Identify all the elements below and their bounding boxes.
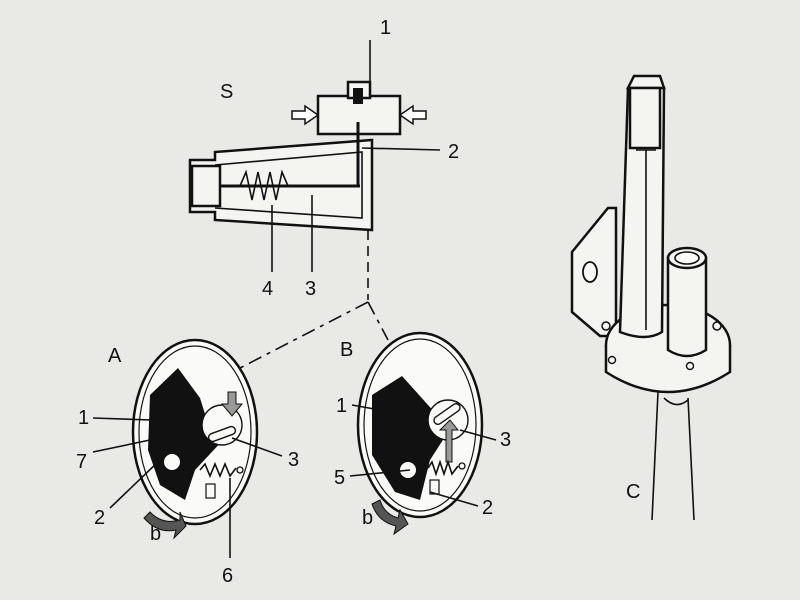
c-lower-pipe-joint [663,397,689,406]
b-cam [372,376,448,500]
valve-plug [353,88,363,104]
callout-line-2 [361,147,441,151]
b-line-1 [351,404,381,411]
a-callout-2: 2 [94,507,105,529]
b-slot [433,402,461,426]
connector-to-b [367,301,389,341]
b-line-3 [459,429,497,441]
c-bolt-1 [601,321,611,331]
c-shaft-upper [628,86,662,150]
a-rotation-arrow [143,511,187,540]
a-callout-b: b [150,523,161,545]
b-disc-inner-ring [363,338,477,512]
section-b-detail: B 1 5 3 2 b [334,331,511,536]
flow-arrow-in [398,104,427,126]
a-spring [199,461,237,479]
c-bolt-4 [685,361,695,371]
a-slot [207,425,237,443]
a-cam-hole [164,454,180,470]
section-c-component: C [570,74,732,521]
a-line-3 [231,437,283,457]
b-rotation-arrow [371,499,409,536]
b-line-2 [429,491,479,507]
b-callout-1: 1 [336,395,347,417]
a-line-7 [92,439,151,453]
c-lower-pipe-right [687,397,695,521]
connector-to-a [239,301,369,369]
a-line-2 [109,459,161,509]
a-disc-inner-ring [138,345,252,519]
c-bracket-hole [582,261,598,283]
s-callout-3: 3 [305,278,316,300]
b-spring-pin [458,462,466,470]
label-b: B [340,339,353,361]
b-callout-b: b [362,507,373,529]
a-callout-1: 1 [78,407,89,429]
flow-arrow-out [291,104,320,126]
a-line-1 [92,417,153,421]
s-callout-1: 1 [380,17,391,39]
c-bolt-2 [712,321,722,331]
end-cap [190,164,222,208]
c-square-top [625,74,666,90]
spring [239,169,289,201]
c-pipe-bore [674,251,700,265]
b-callout-2: 2 [482,497,493,519]
c-base-rim [604,345,732,394]
b-up-arrow [438,419,460,463]
a-callout-7: 7 [76,451,87,473]
label-s: S [220,81,233,103]
b-callout-3: 3 [500,429,511,451]
inner-channel [214,151,363,219]
b-spring [427,459,459,477]
a-spring-pin [236,466,244,474]
b-line-5 [349,469,411,477]
a-down-arrow [220,391,244,417]
a-callout-3: 3 [288,449,299,471]
c-lower-pipe-left [651,391,659,521]
section-a-detail: A 1 7 2 3 6 b [76,338,299,587]
label-a: A [108,345,122,367]
section-s-regulator: S 1 2 4 3 [188,17,459,300]
s-callout-4: 4 [262,278,273,300]
c-bolt-3 [607,355,617,365]
label-c: C [626,481,640,503]
b-callout-5: 5 [334,467,345,489]
a-small-block [205,483,216,499]
a-callout-6: 6 [222,565,233,587]
s-callout-2: 2 [448,141,459,163]
c-pipe-stub [666,256,708,358]
